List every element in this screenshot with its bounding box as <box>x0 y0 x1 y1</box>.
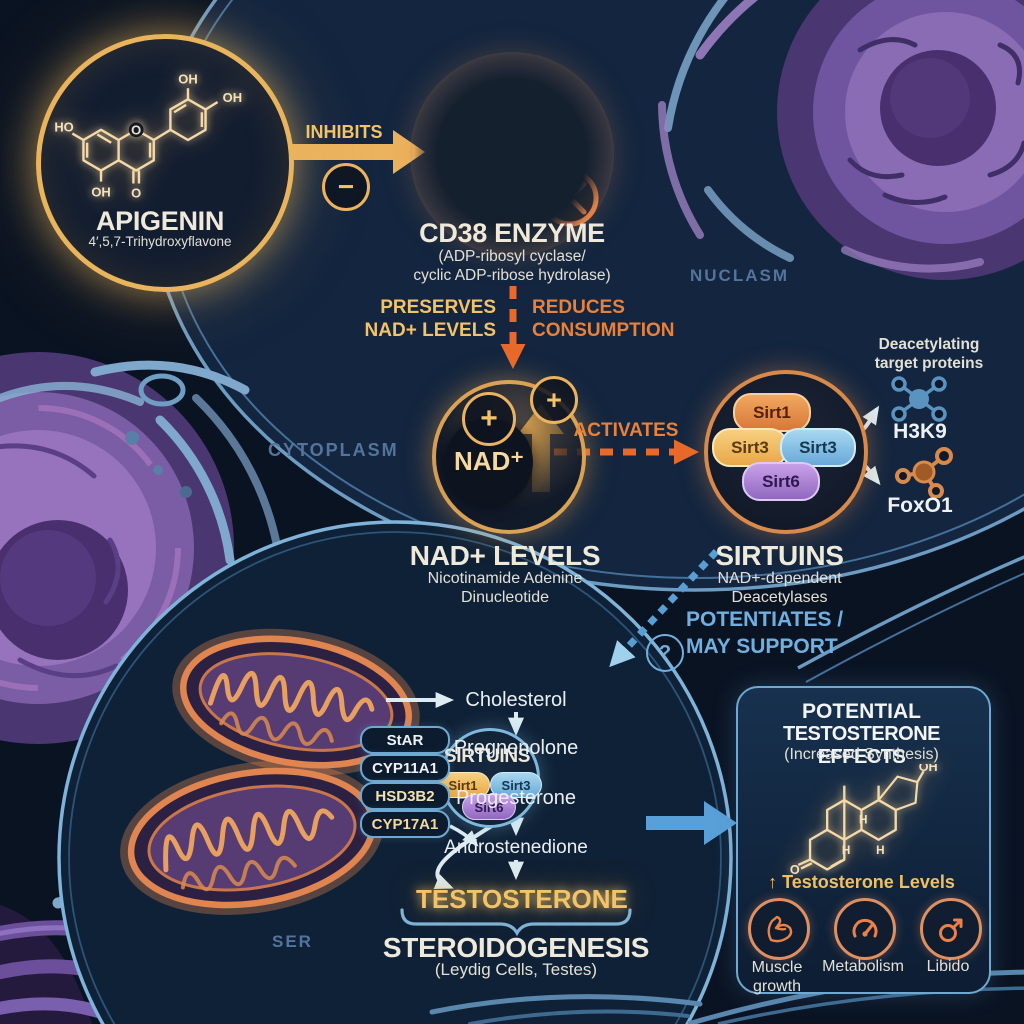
sirtuins-subtitle-2: Deacetylases <box>731 589 828 606</box>
nucleus-left <box>0 352 286 804</box>
foxo1-label: FoxO1 <box>887 494 953 517</box>
pathway-pregnenolone: Pregnenolone <box>453 737 579 759</box>
panel-title-1: POTENTIAL <box>802 700 921 723</box>
leydig-to-panel-arrow <box>646 801 737 845</box>
bubble-sirt3: Sirt3 <box>490 772 542 798</box>
sirt3-blue-oval: Sirt3 <box>780 428 856 467</box>
plus-icon-2: + <box>530 376 578 424</box>
inhibits-label: INHIBITS <box>305 122 383 142</box>
h3k9-molecule-icon <box>891 376 947 422</box>
apigenin-circle <box>36 34 294 292</box>
enzyme-pill-hsd3b2: HSD3B2 <box>360 782 450 810</box>
testosterone-label: TESTOSTERONE <box>416 884 628 914</box>
h3k9-label: H3K9 <box>893 420 947 443</box>
nucleus-top-right <box>658 0 1024 280</box>
mitochondrion-1 <box>172 628 420 776</box>
apigenin-ho: HO <box>54 120 73 135</box>
metabolism-label: Metabolism <box>822 958 904 975</box>
targets-heading-1: Deacetylating <box>878 336 980 353</box>
inhibits-arrow <box>285 130 425 174</box>
nad-title: NAD+ LEVELS <box>409 540 601 571</box>
sirt1-oval: Sirt1 <box>733 393 811 432</box>
plus-icon-1: + <box>462 392 516 446</box>
cd38-subtitle-2: cyclic ADP-ribose hydrolase) <box>413 267 611 284</box>
cd38-title: CD38 ENZYME <box>419 218 605 248</box>
cd38-subtitle-1: (ADP-ribosyl cyclase/ <box>438 248 586 265</box>
question-icon: ? <box>646 634 684 672</box>
enzyme-pill-cyp17a1: CYP17A1 <box>360 810 450 838</box>
steroidogenesis-subtitle: (Leydig Cells, Testes) <box>434 960 598 979</box>
enzyme-pill-star: StAR <box>360 726 450 754</box>
steroidogenesis-brace <box>400 908 632 937</box>
foxo1-molecule-icon <box>895 447 953 498</box>
testosterone-oh: OH <box>919 764 938 774</box>
cd38-circle <box>410 52 614 256</box>
pathway-cholesterol: Cholesterol <box>465 689 567 711</box>
libido-label: Libido <box>926 958 970 975</box>
nuclasm-label: NUCLASM <box>690 266 789 285</box>
apigenin-oh-right: OH <box>223 90 242 105</box>
bubble-title: SIRTUINS <box>443 746 531 767</box>
testosterone-h1: H <box>859 814 867 827</box>
bubble-sirt6: Sirt6 <box>462 794 516 820</box>
apigenin-structure: O O HO OH OH OH <box>54 72 242 201</box>
testosterone-structure: OH O H H H <box>790 764 938 874</box>
panel-title-2: TESTOSTERONE EFFECTS <box>783 723 941 768</box>
mitochondrion-2 <box>120 761 384 915</box>
potentiates-label: POTENTIATES /MAY SUPPORT <box>686 608 844 658</box>
apigenin-oh-top: OH <box>178 72 197 87</box>
steroidogenesis-title: STEROIDOGENESIS <box>382 932 650 963</box>
testosterone-levels-label: ↑ Testosterone Levels <box>768 872 955 892</box>
libido-male-icon <box>920 898 982 960</box>
apigenin-title: APIGENIN <box>95 206 225 236</box>
nad-subtitle-1: Nicotinamide Adenine <box>427 570 583 587</box>
nad-subtitle-2: Dinucleotide <box>460 589 550 606</box>
enzyme-pill-cyp11a1: CYP11A1 <box>360 754 450 782</box>
apigenin-o-ring: O <box>131 122 141 137</box>
panel-subtitle: (Increased Synthesis) <box>784 746 939 763</box>
apigenin-oh-bottom: OH <box>91 184 110 199</box>
testosterone-o: O <box>790 863 800 874</box>
pathway-androstenedione: Androstenedione <box>444 837 588 858</box>
testosterone-h2: H <box>842 844 850 857</box>
apigenin-subtitle: 4′,5,7-Trihydroxyflavone <box>88 234 232 249</box>
metabolism-gauge-icon <box>834 898 896 960</box>
targets-heading-2: target proteins <box>874 355 984 372</box>
pathway-progesterone: Progesterone <box>455 787 577 809</box>
activates-label: ACTIVATES <box>573 420 679 441</box>
minus-icon: − <box>322 163 370 211</box>
sirtuins-title: SIRTUINS <box>715 540 844 571</box>
muscle-growth-icon <box>748 898 810 960</box>
sirtuins-potentiates-dotted-arrow <box>609 549 719 668</box>
cytoplasm-label: CYTOPLASM <box>268 440 399 460</box>
sirtuins-subtitle-1: NAD+-dependent <box>717 570 842 587</box>
ser-label: SER <box>272 932 313 951</box>
nad-molecule-label: NAD⁺ <box>453 446 525 476</box>
testosterone-h3: H <box>876 844 884 857</box>
sirt6-oval: Sirt6 <box>742 462 820 501</box>
apigenin-o-ketone: O <box>131 185 141 200</box>
